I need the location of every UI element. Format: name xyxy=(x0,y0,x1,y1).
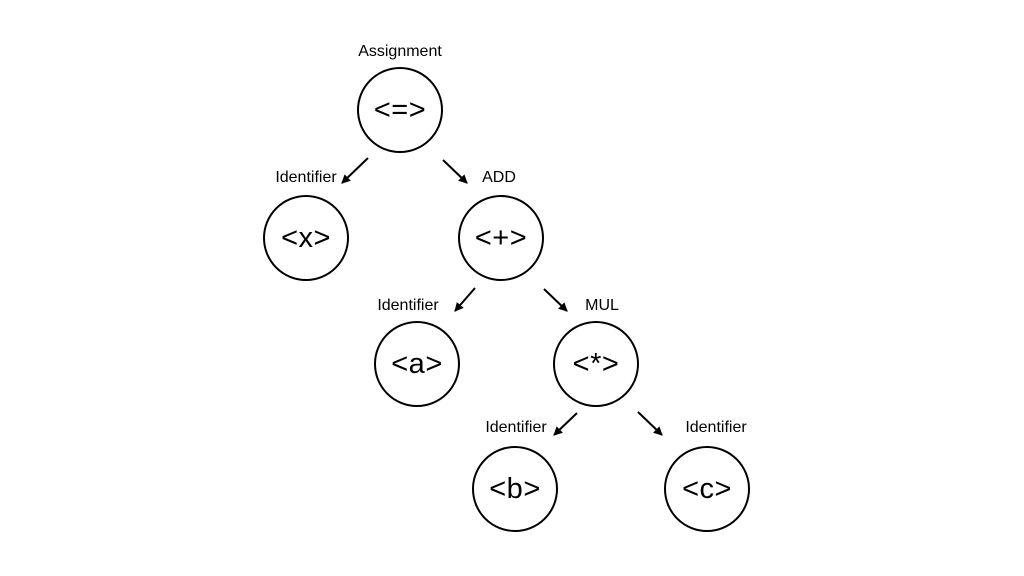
label-identifier-b: Identifier xyxy=(485,419,547,436)
label-identifier-a: Identifier xyxy=(377,297,439,314)
node-mul: <*> xyxy=(553,321,639,407)
edge-assignment-to-identifier-x xyxy=(341,157,369,184)
node-add: <+> xyxy=(458,195,544,281)
node-identifier-x: <x> xyxy=(263,195,349,281)
node-identifier-b: <b> xyxy=(472,446,558,532)
node-assignment: <=> xyxy=(357,67,443,153)
edge-mul-to-identifier-b xyxy=(553,412,578,436)
label-assignment: Assignment xyxy=(358,43,442,60)
edge-add-to-identifier-a xyxy=(454,287,476,312)
node-identifier-c: <c> xyxy=(664,446,750,532)
label-add: ADD xyxy=(482,169,516,186)
label-mul: MUL xyxy=(585,297,619,314)
label-identifier-c: Identifier xyxy=(685,419,747,436)
node-identifier-a: <a> xyxy=(374,321,460,407)
label-identifier-x: Identifier xyxy=(275,169,337,186)
edge-add-to-mul xyxy=(543,288,568,312)
edge-mul-to-identifier-c xyxy=(637,411,663,436)
edge-assignment-to-add xyxy=(442,159,468,184)
